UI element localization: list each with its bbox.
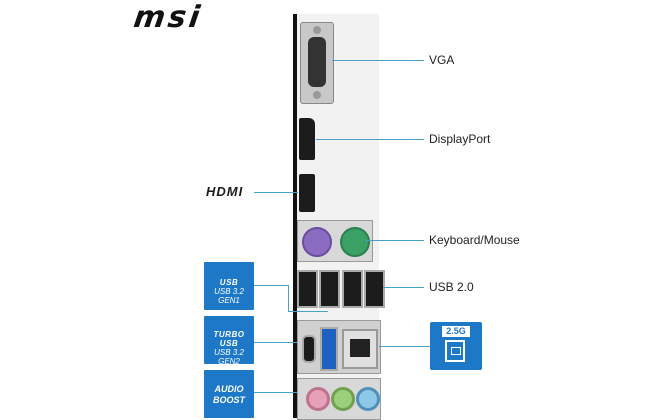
usb-gen2-badge: TURBO USB USB 3.2 GEN2 (204, 316, 254, 366)
ps2-port-block (297, 220, 373, 262)
audio-jack-pink (306, 387, 330, 411)
lan-badge: 2.5G (430, 322, 482, 370)
audio-jack-block (297, 378, 381, 420)
keyboard-mouse-label: Keyboard/Mouse (429, 233, 520, 247)
displayport-port (299, 118, 315, 160)
audio-jack-blue (356, 387, 380, 411)
vga-label: VGA (429, 53, 455, 67)
ps2-keyboard-port (302, 227, 332, 257)
audio-leader-line (254, 392, 298, 393)
ethernet-icon (445, 340, 465, 362)
usb-gen1-leader-line-h2 (288, 311, 328, 312)
usb-gen1-leader-line-v (288, 285, 289, 311)
usb20-port (319, 270, 340, 308)
displayport-leader-line (316, 139, 424, 140)
usb20-leader-line (383, 287, 424, 288)
usb20-port (364, 270, 385, 308)
usb3-blue-port (320, 327, 338, 371)
usb20-label: USB 2.0 (429, 280, 474, 294)
lan-speed-label: 2.5G (442, 326, 470, 337)
usb-c-port (302, 335, 316, 363)
usb20-port-block (297, 266, 385, 308)
hdmi-logo: HDMI (206, 184, 244, 199)
usb-gen1-badge-tag: USB (219, 278, 239, 287)
usb-gen1-badge-text: USB 3.2 GEN1 (214, 287, 244, 305)
usb-gen1-badge: USB USB 3.2 GEN1 (204, 262, 254, 310)
vga-leader-line (332, 60, 424, 61)
ps2-mouse-port (340, 227, 370, 257)
usb20-port (297, 270, 318, 308)
msi-logo: msi (131, 0, 205, 35)
audio-boost-text: AUDIO BOOST (212, 384, 245, 405)
vga-port (300, 22, 334, 104)
keyboard-mouse-leader-line (366, 240, 424, 241)
hdmi-leader-line (254, 192, 298, 193)
usb-gen2-leader-line (254, 342, 298, 343)
audio-boost-badge: AUDIO BOOST (204, 370, 254, 418)
io-panel-edge (293, 14, 297, 418)
hdmi-port (299, 174, 315, 212)
displayport-label: DisplayPort (429, 132, 491, 146)
audio-jack-green (331, 387, 355, 411)
lan-leader-line (379, 346, 430, 347)
usb-gen2-badge-text: USB 3.2 GEN2 (214, 348, 244, 366)
usb-lan-block (297, 320, 381, 374)
usb-gen2-badge-tag: TURBO USB (213, 330, 245, 348)
usb20-port (342, 270, 363, 308)
usb-gen1-leader-line-h (254, 285, 288, 286)
lan-port (342, 329, 378, 369)
